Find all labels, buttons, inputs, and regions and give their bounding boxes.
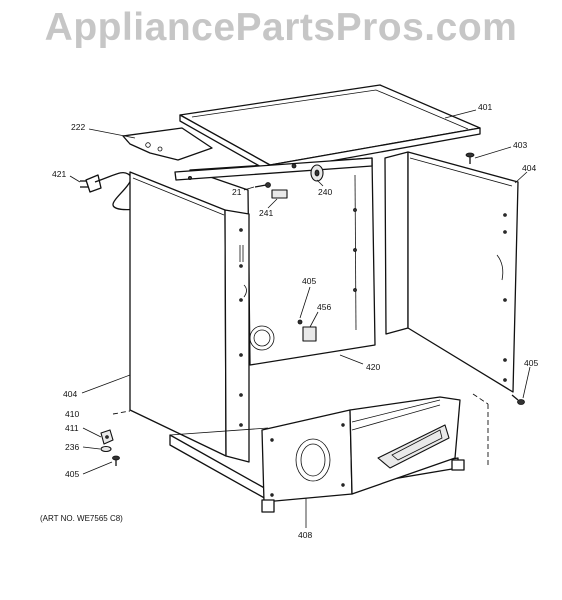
clip-241-part — [271, 189, 288, 199]
power-cord-part — [80, 171, 151, 211]
callout-405-center: 405 — [302, 276, 316, 286]
callout-405-left: 405 — [65, 469, 79, 479]
callout-408: 408 — [298, 530, 312, 540]
callout-236: 236 — [65, 442, 79, 452]
guide-line — [112, 410, 131, 415]
callout-241: 241 — [259, 208, 273, 218]
callout-421: 421 — [52, 169, 66, 179]
callout-411: 411 — [65, 423, 79, 433]
callout-21: 21 — [232, 187, 242, 197]
right-side-panel-part — [384, 151, 519, 393]
screw-21-part — [254, 182, 271, 188]
leader-lines — [69, 109, 531, 528]
top-rear-rail-part — [174, 157, 373, 181]
callout-401: 401 — [478, 102, 492, 112]
art-number-caption: (ART NO. WE7565 C8) — [40, 514, 123, 523]
callout-404-right: 404 — [522, 163, 536, 173]
guide-line — [472, 393, 489, 405]
leveling-leg-part — [100, 429, 120, 466]
left-side-panel-part — [129, 171, 250, 463]
callout-240: 240 — [318, 187, 332, 197]
screw-403-part — [465, 152, 475, 164]
callout-410: 410 — [65, 409, 79, 419]
top-bracket-part — [122, 127, 213, 161]
bumper-240-part — [310, 164, 324, 182]
callout-403: 403 — [513, 140, 527, 150]
base-frame-part — [169, 396, 465, 513]
callout-404-left: 404 — [63, 389, 77, 399]
callout-456: 456 — [317, 302, 331, 312]
callout-420: 420 — [366, 362, 380, 372]
screw-405-right-part — [511, 394, 525, 405]
callout-405-right: 405 — [524, 358, 538, 368]
callout-222: 222 — [71, 122, 85, 132]
site-watermark: AppliancePartsPros.com — [44, 6, 518, 49]
